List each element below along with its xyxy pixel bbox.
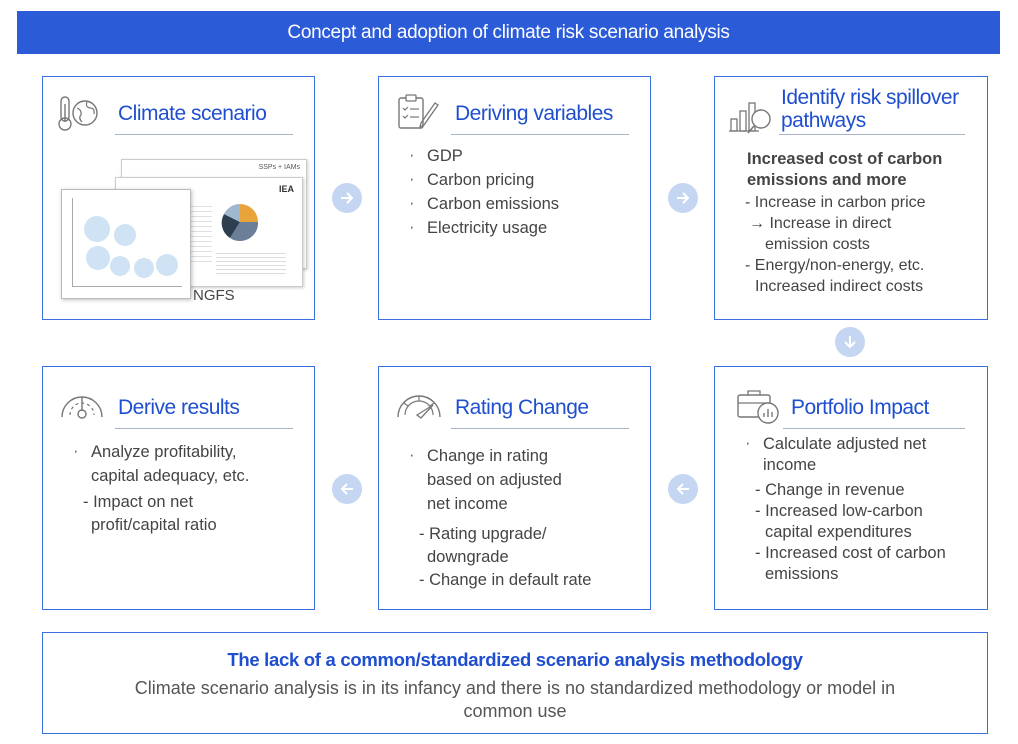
gauge-icon [397, 395, 441, 419]
rating-change-box: Rating Change Change in rating based on … [378, 366, 651, 610]
arrow-left-icon [676, 483, 689, 495]
arrow-right-1 [332, 183, 362, 213]
arrow-right-icon [341, 192, 354, 204]
portfolio-bullet: Calculate adjusted net income [745, 433, 927, 476]
scenario-bubble [114, 224, 136, 246]
derive-results-box: Derive results Analyze profitability, ca… [42, 366, 315, 610]
variable-item: Electricity usage [409, 215, 559, 240]
arrow-right-icon [677, 192, 690, 204]
title-divider [783, 428, 965, 429]
heading-line: Increased cost of carbon [747, 150, 943, 168]
derive-results-title: Derive results [118, 396, 240, 419]
sub-line: - Impact on net [83, 493, 194, 511]
bullet-line: Calculate adjusted net [763, 435, 927, 453]
pie-thumbnail [221, 204, 259, 242]
portfolio-subs: - Change in revenue - Increased low-carb… [755, 480, 946, 585]
title-divider [115, 134, 293, 135]
bullet-line: net income [427, 495, 508, 513]
sub-line: profit/capital ratio [91, 516, 217, 534]
results-bullets: Analyze profitability, capital adequacy,… [73, 439, 250, 488]
spillover-details: - Increase in carbon price → Increase in… [745, 192, 926, 297]
methodology-note-description: Climate scenario analysis is in its infa… [134, 678, 896, 721]
bullet-line: Change in rating [427, 447, 549, 465]
ngfs-caption: NGFS [193, 287, 235, 304]
arrow-down [835, 327, 865, 357]
title-divider [115, 428, 293, 429]
clipboard-pencil-icon [398, 94, 439, 129]
arrow-left-1 [668, 474, 698, 504]
thumbnail-axis [72, 286, 182, 287]
banner-title: Concept and adoption of climate risk sce… [287, 21, 730, 43]
results-subs: - Impact on net profit/capital ratio [83, 491, 217, 537]
header-banner: Concept and adoption of climate risk sce… [17, 11, 1000, 54]
bullet-line: Analyze profitability, [91, 443, 237, 461]
rating-subs: - Rating upgrade/ downgrade - Change in … [419, 523, 591, 592]
portfolio-bullets: Calculate adjusted net income [745, 433, 927, 476]
results-bullet: Analyze profitability, capital adequacy,… [73, 439, 250, 488]
spillover-heading: Increased cost of carbon emissions and m… [747, 149, 942, 191]
thumbnail-axis [72, 198, 73, 286]
scenario-bubble [110, 256, 130, 276]
heading-line: emissions and more [747, 171, 907, 189]
climate-scenario-title: Climate scenario [118, 102, 267, 125]
bullet-line: capital adequacy, etc. [91, 467, 250, 485]
scenario-bubble [156, 254, 178, 276]
chart-magnifier-icon [729, 102, 771, 134]
sub-line: - Increased cost of carbon [755, 544, 946, 562]
variable-item: GDP [409, 143, 559, 168]
rating-bullet: Change in rating based on adjusted net i… [409, 443, 562, 516]
detail-line: emission costs [765, 236, 870, 253]
title-line: pathways [781, 109, 866, 132]
sub-line: - Change in revenue [755, 481, 905, 499]
scenario-bubble [134, 258, 154, 278]
bullet-line: income [763, 456, 817, 474]
risk-spillover-box: Identify risk spillover pathways Increas… [714, 76, 988, 320]
sub-line: - Increased low-carbon [755, 502, 923, 520]
title-line: Identify risk spillover [781, 86, 959, 109]
arrow-left-2 [332, 474, 362, 504]
climate-scenario-box: Climate scenario SSPs + IAMs IEA NGFS [42, 76, 315, 320]
sub-line: emissions [765, 565, 839, 583]
arrow-left-icon [340, 483, 353, 495]
thumbnail-label: SSPs + IAMs [258, 164, 300, 171]
sub-line: - Change in default rate [419, 571, 592, 589]
scenario-bubble [86, 246, 110, 270]
sub-line: downgrade [427, 548, 509, 566]
thumbnail-text-lines [216, 250, 286, 276]
variable-item: Carbon emissions [409, 191, 559, 216]
sub-line: - Rating upgrade/ [419, 525, 547, 543]
variable-item: Carbon pricing [409, 167, 559, 192]
title-divider [451, 134, 629, 135]
methodology-note-title: The lack of a common/standardized scenar… [227, 649, 803, 670]
meter-icon [61, 396, 103, 419]
detail-line: - Increase in carbon price [745, 194, 926, 211]
detail-line: → Increase in direct [749, 215, 892, 232]
methodology-note-box: The lack of a common/standardized scenar… [42, 632, 988, 734]
thermometer-globe-icon [58, 96, 98, 131]
bullet-line: based on adjusted [427, 471, 562, 489]
title-divider [451, 428, 629, 429]
sub-line: capital expenditures [765, 523, 912, 541]
scenario-bubble [84, 216, 110, 242]
variables-list: GDP Carbon pricing Carbon emissions Elec… [409, 143, 559, 240]
title-divider [779, 134, 965, 135]
portfolio-impact-title: Portfolio Impact [791, 396, 929, 419]
briefcase-chart-icon [737, 390, 779, 424]
detail-line: Increased indirect costs [755, 278, 924, 295]
rating-bullets: Change in rating based on adjusted net i… [409, 443, 562, 516]
detail-line: - Energy/non-energy, etc. [745, 257, 925, 274]
portfolio-impact-box: Portfolio Impact Calculate adjusted net … [714, 366, 988, 610]
deriving-variables-title: Deriving variables [455, 102, 613, 125]
rating-change-title: Rating Change [455, 396, 589, 419]
deriving-variables-box: Deriving variables GDP Carbon pricing Ca… [378, 76, 651, 320]
thumbnail-label: IEA [278, 184, 294, 194]
arrow-down-icon [844, 336, 856, 349]
risk-spillover-title: Identify risk spillover pathways [781, 86, 959, 132]
report-thumbnail-front [61, 189, 191, 299]
arrow-right-2 [668, 183, 698, 213]
